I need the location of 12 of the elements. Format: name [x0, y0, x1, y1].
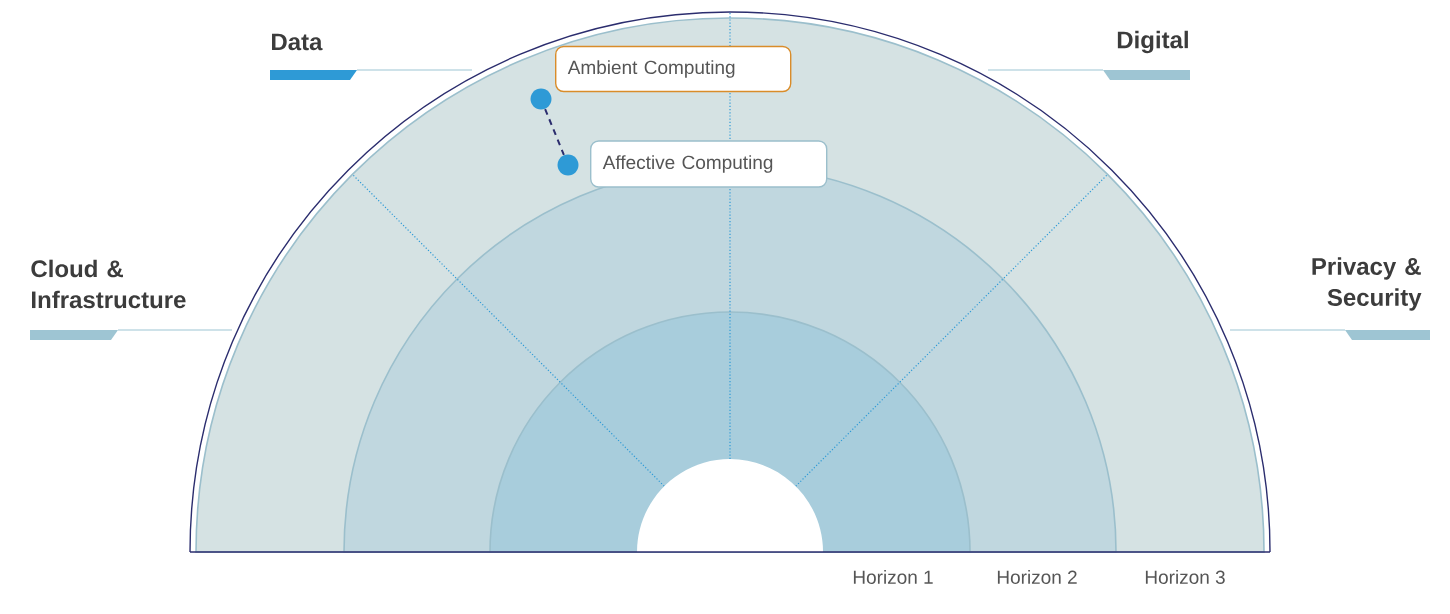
term-box: Ambient Computing [555, 45, 792, 93]
category-heading: Data [272, 33, 323, 51]
category-heading: Digital [1117, 30, 1188, 54]
term-box: Affective Computing [590, 140, 828, 188]
category-heading: Privacy & Security [1312, 257, 1422, 311]
blip-dot [530, 88, 552, 110]
blip-dot [557, 154, 579, 176]
horizon-label: Horizon 1 [853, 570, 933, 584]
dashed-connector [544, 108, 565, 156]
horizon-label: Horizon 3 [1145, 570, 1225, 584]
horizon-label: Horizon 2 [997, 570, 1077, 584]
category-heading: Cloud & Infrastructure [31, 259, 186, 309]
